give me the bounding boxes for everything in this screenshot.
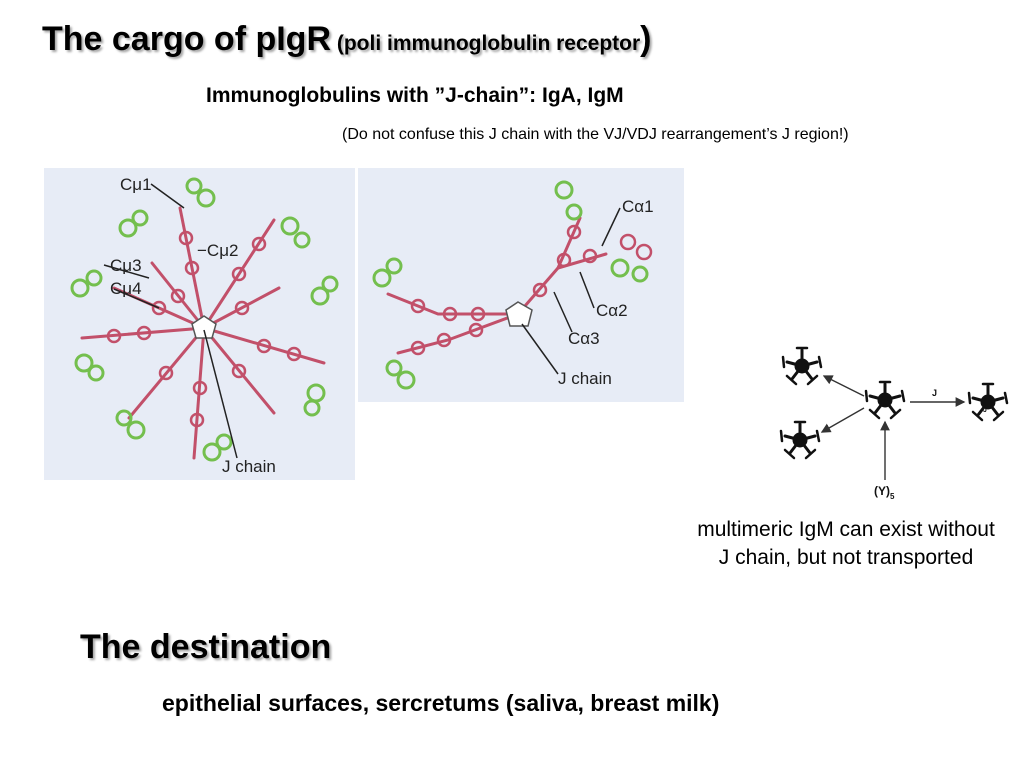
assembly-schematic: J J (Y)5	[760, 340, 1020, 505]
page-title: The cargo of pIgR (poli immunoglobulin r…	[42, 20, 651, 59]
igm-label-cmu1: Cμ1	[120, 175, 152, 194]
title-sub: poli immunoglobulin receptor	[343, 32, 641, 55]
igm-arm-1	[178, 206, 206, 330]
title-open-paren: (	[331, 32, 344, 55]
pentamer-center	[864, 380, 906, 420]
subtitle: Immunoglobulins with ”J-chain”: IgA, IgM	[206, 84, 624, 107]
destination-heading: The destination	[80, 628, 332, 666]
igm-label-cmu3: Cμ3	[110, 256, 142, 275]
assembly-caption: multimeric IgM can exist without J chain…	[697, 518, 995, 569]
title-main: The cargo of pIgR	[42, 20, 331, 58]
assembly-j-label: J	[932, 388, 937, 398]
pentamer-right	[967, 382, 1009, 422]
iga-dimer-diagram: Cα1 Cα2 Cα3 J chain	[358, 168, 684, 402]
igm-arm-5	[80, 326, 206, 340]
note: (Do not confuse this J chain with the VJ…	[342, 126, 849, 143]
igm-arm-7	[202, 286, 281, 330]
igm-label-cmu4: Cμ4	[110, 279, 142, 298]
pentamer-bottom-left	[779, 420, 821, 460]
igm-j-chain-shape	[191, 315, 217, 339]
iga-j-chain-shape	[505, 301, 533, 327]
assembly-monomer-label: (Y)5	[874, 484, 895, 501]
pentamer-top-left	[781, 346, 823, 386]
assembly-j-label-small: J	[983, 407, 987, 414]
igm-arm-9	[127, 326, 206, 420]
iga-arm-left-upper	[386, 292, 520, 316]
iga-label-calpha3: Cα3	[568, 329, 600, 348]
iga-arm-left-lower	[396, 312, 520, 355]
iga-label-j-chain: J chain	[558, 369, 612, 388]
iga-label-calpha2: Cα2	[596, 301, 628, 320]
iga-label-calpha1: Cα1	[622, 197, 654, 216]
igm-arm-6	[150, 261, 206, 330]
igm-label-cmu2: −Cμ2	[197, 241, 238, 260]
destination-text: epithelial surfaces, sercretums (saliva,…	[162, 690, 720, 716]
igm-arm-3	[202, 326, 326, 365]
igm-label-j-chain: J chain	[222, 457, 276, 476]
title-close-paren: )	[640, 20, 652, 58]
igm-arm-8	[202, 326, 276, 415]
igm-pentamer-diagram: Cμ1 −Cμ2 Cμ3 Cμ4 J chain	[44, 168, 355, 480]
